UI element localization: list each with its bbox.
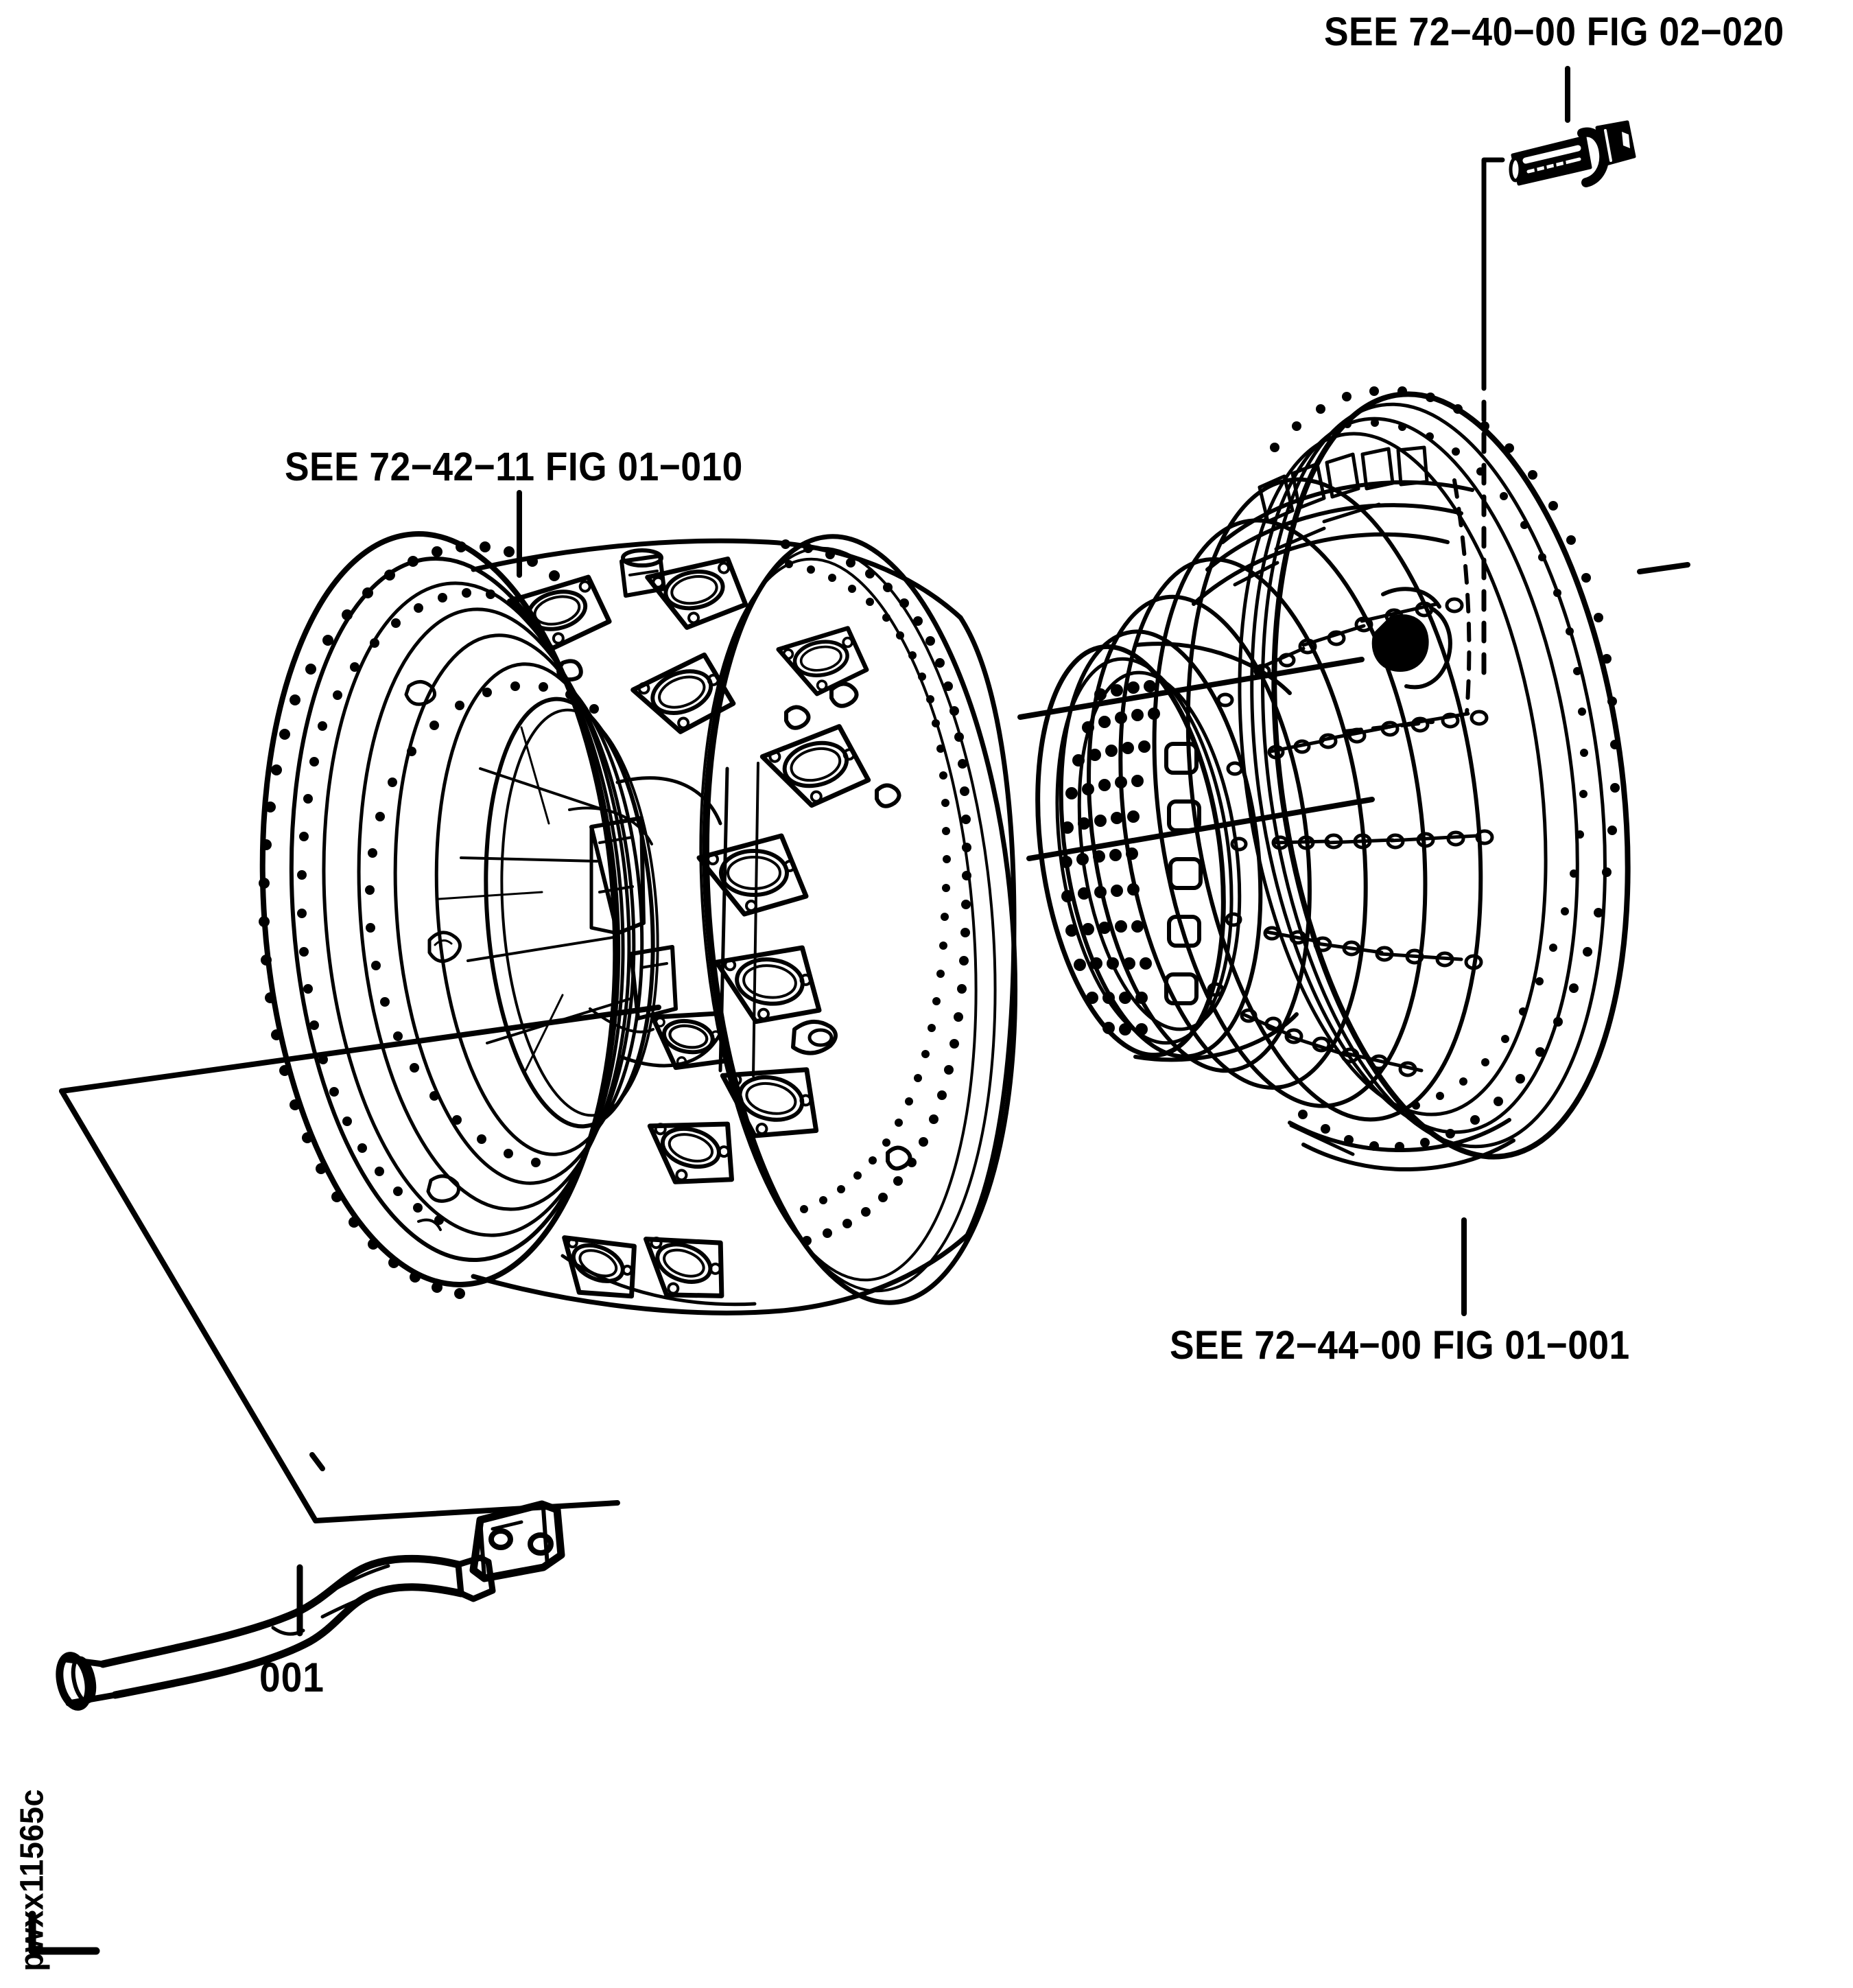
rear-flange-rivets-inner xyxy=(785,560,951,1213)
igniter-boss xyxy=(1371,587,1452,690)
leader-bolt xyxy=(1481,157,1505,675)
item-number-001: 001 xyxy=(259,1654,324,1700)
liner-louvre-slots xyxy=(1164,742,1203,1005)
rear-flange-rivets xyxy=(781,539,971,1246)
igniter-tube-001 xyxy=(56,1500,565,1711)
reference-label-left: SEE 72−42−11 FIG 01−010 xyxy=(285,445,743,489)
reference-label-lower-right: SEE 72−44−00 FIG 01−001 xyxy=(1170,1323,1630,1368)
case-bosses xyxy=(556,548,912,1171)
diffuser-combustion-case xyxy=(259,531,1018,1315)
combustion-chamber-liner xyxy=(1035,386,1631,1172)
leader-liner-upper xyxy=(1017,657,1365,720)
liner-inner-segments xyxy=(1258,445,1429,524)
liner-inner-arcs xyxy=(1192,480,1474,606)
fuel-nozzle-mount-pads xyxy=(507,556,871,1299)
corner-registration-mark xyxy=(28,1910,100,1955)
front-flange-bolt-holes xyxy=(259,541,560,1299)
figure-code: pwxx11565c xyxy=(14,1788,51,1972)
leader-liner-right-stub xyxy=(1637,562,1690,574)
front-flange-bolt-holes-inner xyxy=(297,588,519,1225)
bolt-part xyxy=(1509,120,1636,187)
liner-front-perforations xyxy=(1060,680,1160,1036)
liner-cooling-holes xyxy=(1207,597,1494,1077)
inner-ring-holes xyxy=(365,681,599,1167)
leader-liner-lower xyxy=(1026,797,1375,861)
reference-label-upper-right: SEE 72−40−00 FIG 02−020 xyxy=(1324,10,1784,54)
